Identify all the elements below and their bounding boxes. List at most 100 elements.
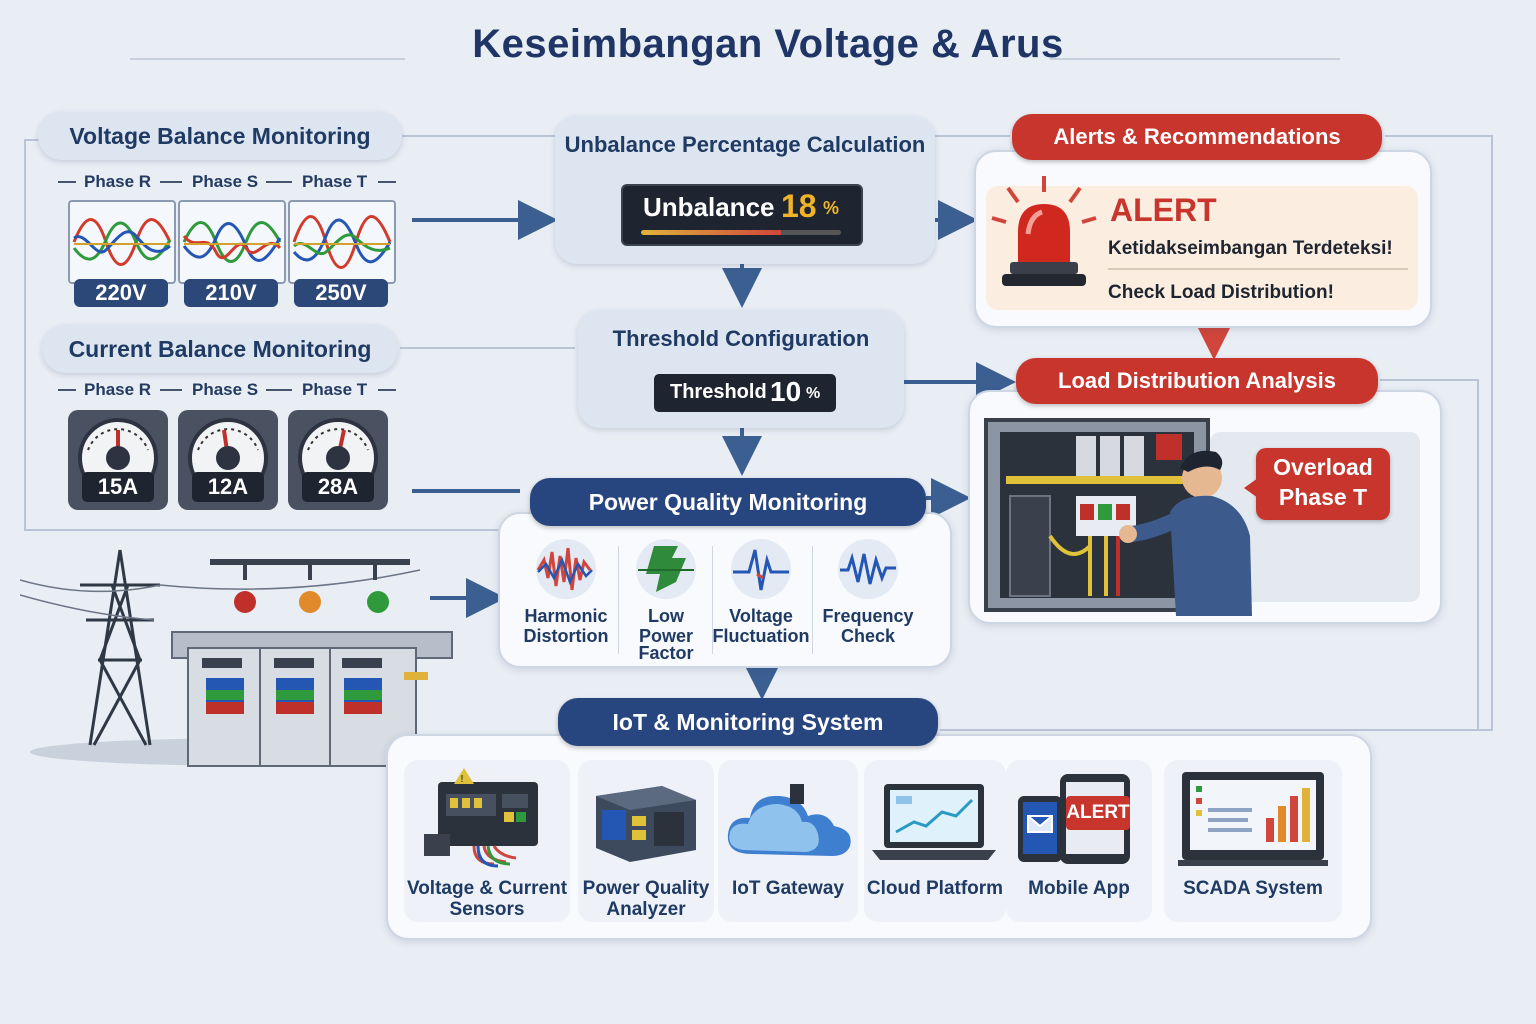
unbalance-calculation-title: Unbalance Percentage Calculation	[564, 132, 926, 157]
pq-power-factor-label-3: Factor	[638, 643, 694, 663]
control-cabinets-icon	[202, 648, 428, 766]
page-title: Keseimbangan Voltage & Arus	[472, 22, 1064, 66]
voltage-fluctuation-icon	[731, 539, 791, 599]
current-value-s: 12A	[192, 472, 264, 502]
pq-voltage-fluctuation-label-2: Fluctuation	[712, 626, 810, 646]
waveform-icon	[292, 215, 392, 269]
frequency-wave-icon	[838, 539, 898, 599]
threshold-label: Threshold	[670, 381, 767, 403]
unbalance-label: Unbalance	[643, 192, 775, 222]
scada-monitor-icon	[1178, 772, 1328, 866]
pq-frequency-label-1: Frequency	[822, 606, 914, 626]
voltage-phase-t-label: Phase T	[302, 172, 368, 191]
siren-icon	[991, 176, 1097, 286]
current-phase-s-label: Phase S	[192, 380, 259, 399]
load-distribution-title-pill: Load Distribution Analysis	[1016, 358, 1378, 404]
harmonic-wave-icon	[536, 539, 596, 599]
alerts-panel: ALERT Ketidakseimbangan Terdeteksi! Chec…	[974, 150, 1432, 328]
alerts-title-pill: Alerts & Recommendations	[1012, 114, 1382, 160]
sensor-device-icon: !	[424, 768, 538, 868]
iot-analyzer-label-2: Analyzer	[606, 899, 686, 920]
voltage-balance-title-pill: Voltage Balance Monitoring	[38, 112, 402, 160]
mobile-alert-text: ALERT	[1066, 802, 1130, 823]
pq-item-voltage-fluctuation: Voltage Fluctuation	[712, 538, 810, 662]
overload-bubble-tail	[1244, 478, 1258, 498]
iot-item-cloud-platform: Cloud Platform	[864, 760, 1006, 922]
current-balance-title: Current Balance Monitoring	[68, 336, 372, 362]
pq-power-factor-label-2: Power	[638, 626, 694, 646]
unbalance-unit: %	[823, 198, 840, 218]
iot-scada-label: SCADA System	[1183, 878, 1323, 899]
pq-power-factor-label-1: Low	[648, 606, 684, 626]
alert-recommendation: Check Load Distribution!	[1108, 282, 1334, 303]
pq-divider-3	[812, 546, 813, 654]
voltage-waveform-s	[178, 200, 286, 284]
current-phase-labels: Phase R Phase S Phase T	[58, 380, 398, 400]
cloud-gateway-icon	[727, 784, 851, 856]
iot-gateway-label: IoT Gateway	[732, 878, 844, 899]
waveform-icon	[72, 218, 172, 266]
low-power-factor-icon	[636, 539, 696, 599]
voltage-phase-r-label: Phase R	[84, 172, 152, 191]
pq-divider-2	[712, 546, 713, 654]
mobile-alert-badge: ALERT	[1066, 796, 1130, 830]
voltage-waveform-r	[68, 200, 176, 284]
pq-harmonic-label-2: Distortion	[523, 626, 609, 646]
iot-item-gateway: IoT Gateway	[718, 760, 858, 922]
iot-cloud-platform-label: Cloud Platform	[866, 878, 1004, 899]
transmission-tower-icon	[80, 549, 160, 746]
current-phase-t-label: Phase T	[302, 380, 368, 399]
unbalance-display: Unbalance 18 %	[621, 184, 863, 246]
pq-item-power-factor: Low Power Factor	[624, 538, 708, 663]
voltage-phase-labels: Phase R Phase S Phase T	[58, 172, 398, 192]
pq-item-frequency: Frequency Check	[818, 538, 918, 662]
current-phase-r-label: Phase R	[84, 380, 152, 399]
electrician-icon	[1119, 450, 1252, 616]
threshold-value: 10	[770, 376, 802, 407]
iot-item-analyzer: Power Quality Analyzer	[578, 760, 714, 922]
alert-divider	[1108, 268, 1408, 270]
threshold-unit: %	[806, 385, 821, 402]
pq-divider-1	[618, 546, 619, 654]
iot-sensors-label-1: Voltage & Current	[406, 878, 568, 899]
voltage-phase-s-label: Phase S	[192, 172, 259, 191]
pq-item-harmonic: Harmonic Distortion	[516, 538, 616, 662]
iot-title-pill: IoT & Monitoring System	[558, 698, 938, 746]
threshold-configuration-panel: Threshold Configuration Threshold 10 %	[578, 310, 904, 428]
iot-analyzer-label-1: Power Quality	[582, 878, 710, 899]
pq-frequency-label-2: Check	[840, 626, 896, 646]
alert-message: Ketidakseimbangan Terdeteksi!	[1108, 238, 1393, 259]
iot-item-scada: SCADA System	[1164, 760, 1342, 922]
unbalance-bar	[641, 230, 841, 235]
current-value-t: 28A	[302, 472, 374, 502]
iot-item-sensors: ! Voltage & Current Sensors	[404, 760, 570, 922]
breaker-switch-icon	[1076, 434, 1182, 536]
overload-line2: Phase T	[1278, 484, 1368, 510]
iot-mobile-app-label: Mobile App	[1028, 878, 1130, 899]
voltage-value-t: 250V	[294, 279, 388, 307]
voltage-value-s: 210V	[184, 279, 278, 307]
current-value-r: 15A	[82, 472, 154, 502]
laptop-icon	[872, 784, 996, 860]
pq-voltage-fluctuation-label-1: Voltage	[729, 606, 793, 626]
unbalance-calculation-panel: Unbalance Percentage Calculation Unbalan…	[555, 116, 935, 264]
title-rule-left	[130, 58, 405, 60]
threshold-display: Threshold 10 %	[654, 374, 836, 412]
substation-illustration	[20, 549, 490, 767]
voltage-balance-title: Voltage Balance Monitoring	[69, 123, 371, 149]
current-balance-title-pill: Current Balance Monitoring	[42, 325, 398, 373]
voltage-waveform-t	[288, 200, 396, 284]
iot-item-mobile-app: ALERT Mobile App	[1006, 760, 1152, 922]
overload-line1: Overload	[1273, 454, 1373, 480]
voltage-value-r: 220V	[74, 279, 168, 307]
title-rule-right	[1050, 58, 1340, 60]
unbalance-value: 18	[781, 188, 817, 224]
load-distribution-panel: Overload Phase T	[968, 390, 1442, 624]
electrician-at-panel-illustration	[984, 418, 1252, 616]
svg-text:!: !	[460, 774, 464, 785]
iot-sensors-label-2: Sensors	[449, 899, 525, 920]
analyzer-device-icon	[596, 786, 696, 862]
alert-word: ALERT	[1110, 192, 1217, 228]
pq-harmonic-label-1: Harmonic	[524, 606, 608, 626]
